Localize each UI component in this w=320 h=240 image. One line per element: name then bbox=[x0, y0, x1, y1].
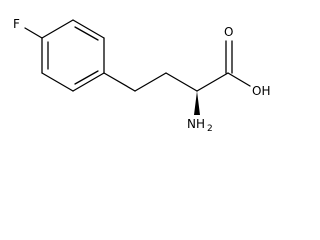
ring-to-ch2-bond bbox=[103, 72, 136, 92]
ring-bond-4 bbox=[72, 72, 105, 92]
carboxyl-hydroxyl-bond bbox=[227, 72, 251, 87]
hydroxyl-label: OH bbox=[252, 84, 270, 98]
ring-double-bond-1 bbox=[74, 26, 99, 41]
amine-label: NH bbox=[187, 117, 205, 131]
benzene-ring bbox=[41, 19, 105, 92]
molecule-diagram: F O OH NH 2 bbox=[13, 17, 270, 134]
ring-double-bond-2 bbox=[74, 70, 99, 85]
structure-canvas: F O OH NH 2 bbox=[13, 17, 270, 134]
fluorine-label: F bbox=[13, 17, 20, 31]
alpha-carbon-carboxyl-bond bbox=[196, 72, 229, 92]
carbonyl-oxygen-label: O bbox=[224, 25, 233, 39]
ch2-alpha-carbon-bond bbox=[165, 72, 198, 92]
carbon-fluorine-bond bbox=[24, 27, 43, 39]
ring-bond-1 bbox=[41, 19, 74, 39]
ring-bond-5 bbox=[41, 72, 74, 92]
stereo-wedge-bond bbox=[194, 91, 200, 115]
ch2-ch2-bond bbox=[134, 72, 167, 92]
amine-subscript: 2 bbox=[207, 124, 213, 134]
ring-bond-2 bbox=[72, 19, 105, 39]
